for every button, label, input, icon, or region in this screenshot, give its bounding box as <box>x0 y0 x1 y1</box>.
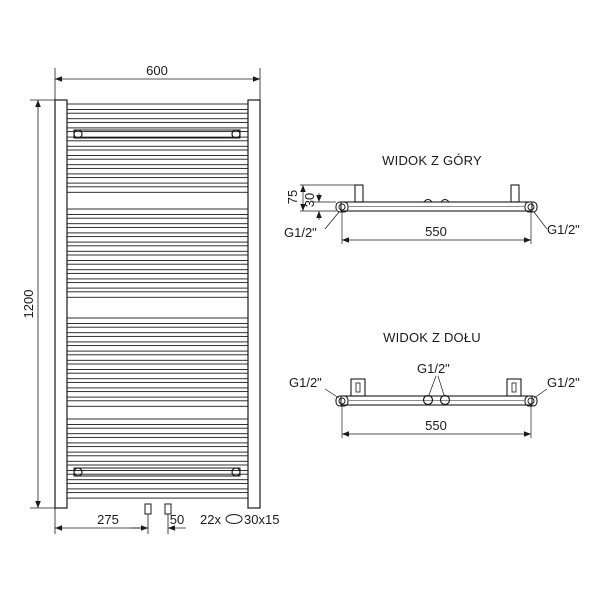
bottom-view-right-connection-label: G1/2" <box>547 375 580 390</box>
pipe-spacing-label: 50 <box>170 512 184 527</box>
tube-3-7 <box>66 482 249 490</box>
tube-1-5 <box>66 254 249 261</box>
bolt-bottom-right <box>231 467 241 477</box>
tube-1-8 <box>66 282 249 289</box>
left-rail <box>54 99 68 509</box>
bottom-connectors <box>144 503 172 515</box>
top-view-pipe-depth-label: 30 <box>302 193 317 207</box>
bottom-view-span-label: 550 <box>425 418 447 433</box>
top-view: WIDOK Z GÓRY 75 30 G1/2" G1/2" 550 <box>284 153 580 244</box>
tube-spec-prefix: 22x <box>200 512 221 527</box>
top-view-bracket-left <box>354 184 364 203</box>
tube-2-4 <box>66 354 249 361</box>
tube-0-3 <box>66 131 249 138</box>
tube-1-0 <box>66 208 249 215</box>
width-label: 600 <box>146 63 168 78</box>
tube-0-1 <box>66 112 249 120</box>
bottom-view-bracket-right <box>506 378 522 397</box>
top-view-left-connection-label: G1/2" <box>284 225 317 240</box>
bottom-view-pipe-left <box>422 394 434 406</box>
bottom-view-left-connection-label: G1/2" <box>289 375 322 390</box>
bottom-wall-bracket <box>73 467 241 477</box>
bolt-bottom-left <box>73 467 83 477</box>
top-view-span-label: 550 <box>425 224 447 239</box>
tube-1-7 <box>66 272 249 280</box>
top-view-depth-label: 75 <box>285 190 300 204</box>
mounting-bolts <box>73 129 241 477</box>
height-label: 1200 <box>21 290 36 319</box>
tube-1-1 <box>66 217 249 225</box>
tube-3-4 <box>66 455 249 462</box>
tube-spec-suffix: 30x15 <box>244 512 279 527</box>
tube-1-4 <box>66 245 249 252</box>
tube-0-6 <box>66 158 249 166</box>
tube-3-8 <box>66 492 249 499</box>
bolt-top-right <box>231 129 241 139</box>
tube-2-5 <box>66 363 249 370</box>
front-view: 600 1200 275 50 22x 30x15 <box>21 63 279 534</box>
tube-0-8 <box>66 177 249 184</box>
oval-tube-icon <box>225 514 243 524</box>
tube-1-2 <box>66 226 249 234</box>
right-rail <box>247 99 261 509</box>
tube-0-2 <box>66 121 249 129</box>
width-dimension: 600 <box>54 63 261 100</box>
bottom-view-center-connection-label: G1/2" <box>417 361 450 376</box>
tube-2-9 <box>66 400 249 407</box>
top-view-title: WIDOK Z GÓRY <box>382 153 482 168</box>
tube-2-7 <box>66 381 249 389</box>
tube-0-4 <box>66 140 249 147</box>
tube-0-9 <box>66 186 249 193</box>
top-view-bracket-right <box>510 184 520 203</box>
bottom-view-pipe-right <box>439 394 451 406</box>
tube-2-8 <box>66 391 249 398</box>
height-dimension: 1200 <box>21 99 55 509</box>
tube-2-3 <box>66 345 249 352</box>
bottom-dimensions: 275 50 22x 30x15 <box>54 508 279 534</box>
tube-2-2 <box>66 335 249 343</box>
tube-1-9 <box>66 291 249 298</box>
tube-0-7 <box>66 167 249 175</box>
tube-3-1 <box>66 427 249 435</box>
left-offset-label: 275 <box>97 512 119 527</box>
tube-1-3 <box>66 236 249 243</box>
bottom-view-bracket-left <box>350 378 366 397</box>
tube-3-3 <box>66 446 249 453</box>
tube-0-5 <box>66 149 249 156</box>
tube-3-5 <box>66 464 249 471</box>
top-view-body <box>340 201 533 212</box>
bottom-view: WIDOK Z DOŁU G1/2" G1/2" G1/2" 550 <box>289 330 580 438</box>
bottom-view-body <box>340 395 533 406</box>
bottom-view-title: WIDOK Z DOŁU <box>383 330 481 345</box>
tube-3-2 <box>66 436 249 444</box>
tube-3-0 <box>66 418 249 425</box>
tube-1-6 <box>66 263 249 271</box>
tube-0-0 <box>66 103 249 110</box>
tube-2-0 <box>66 317 249 324</box>
horizontal-tubes <box>66 103 249 499</box>
tube-2-6 <box>66 372 249 380</box>
bolt-top-left <box>73 129 83 139</box>
tube-2-1 <box>66 326 249 334</box>
tube-3-6 <box>66 473 249 481</box>
connector-left <box>144 503 152 515</box>
top-view-right-connection-label: G1/2" <box>547 222 580 237</box>
